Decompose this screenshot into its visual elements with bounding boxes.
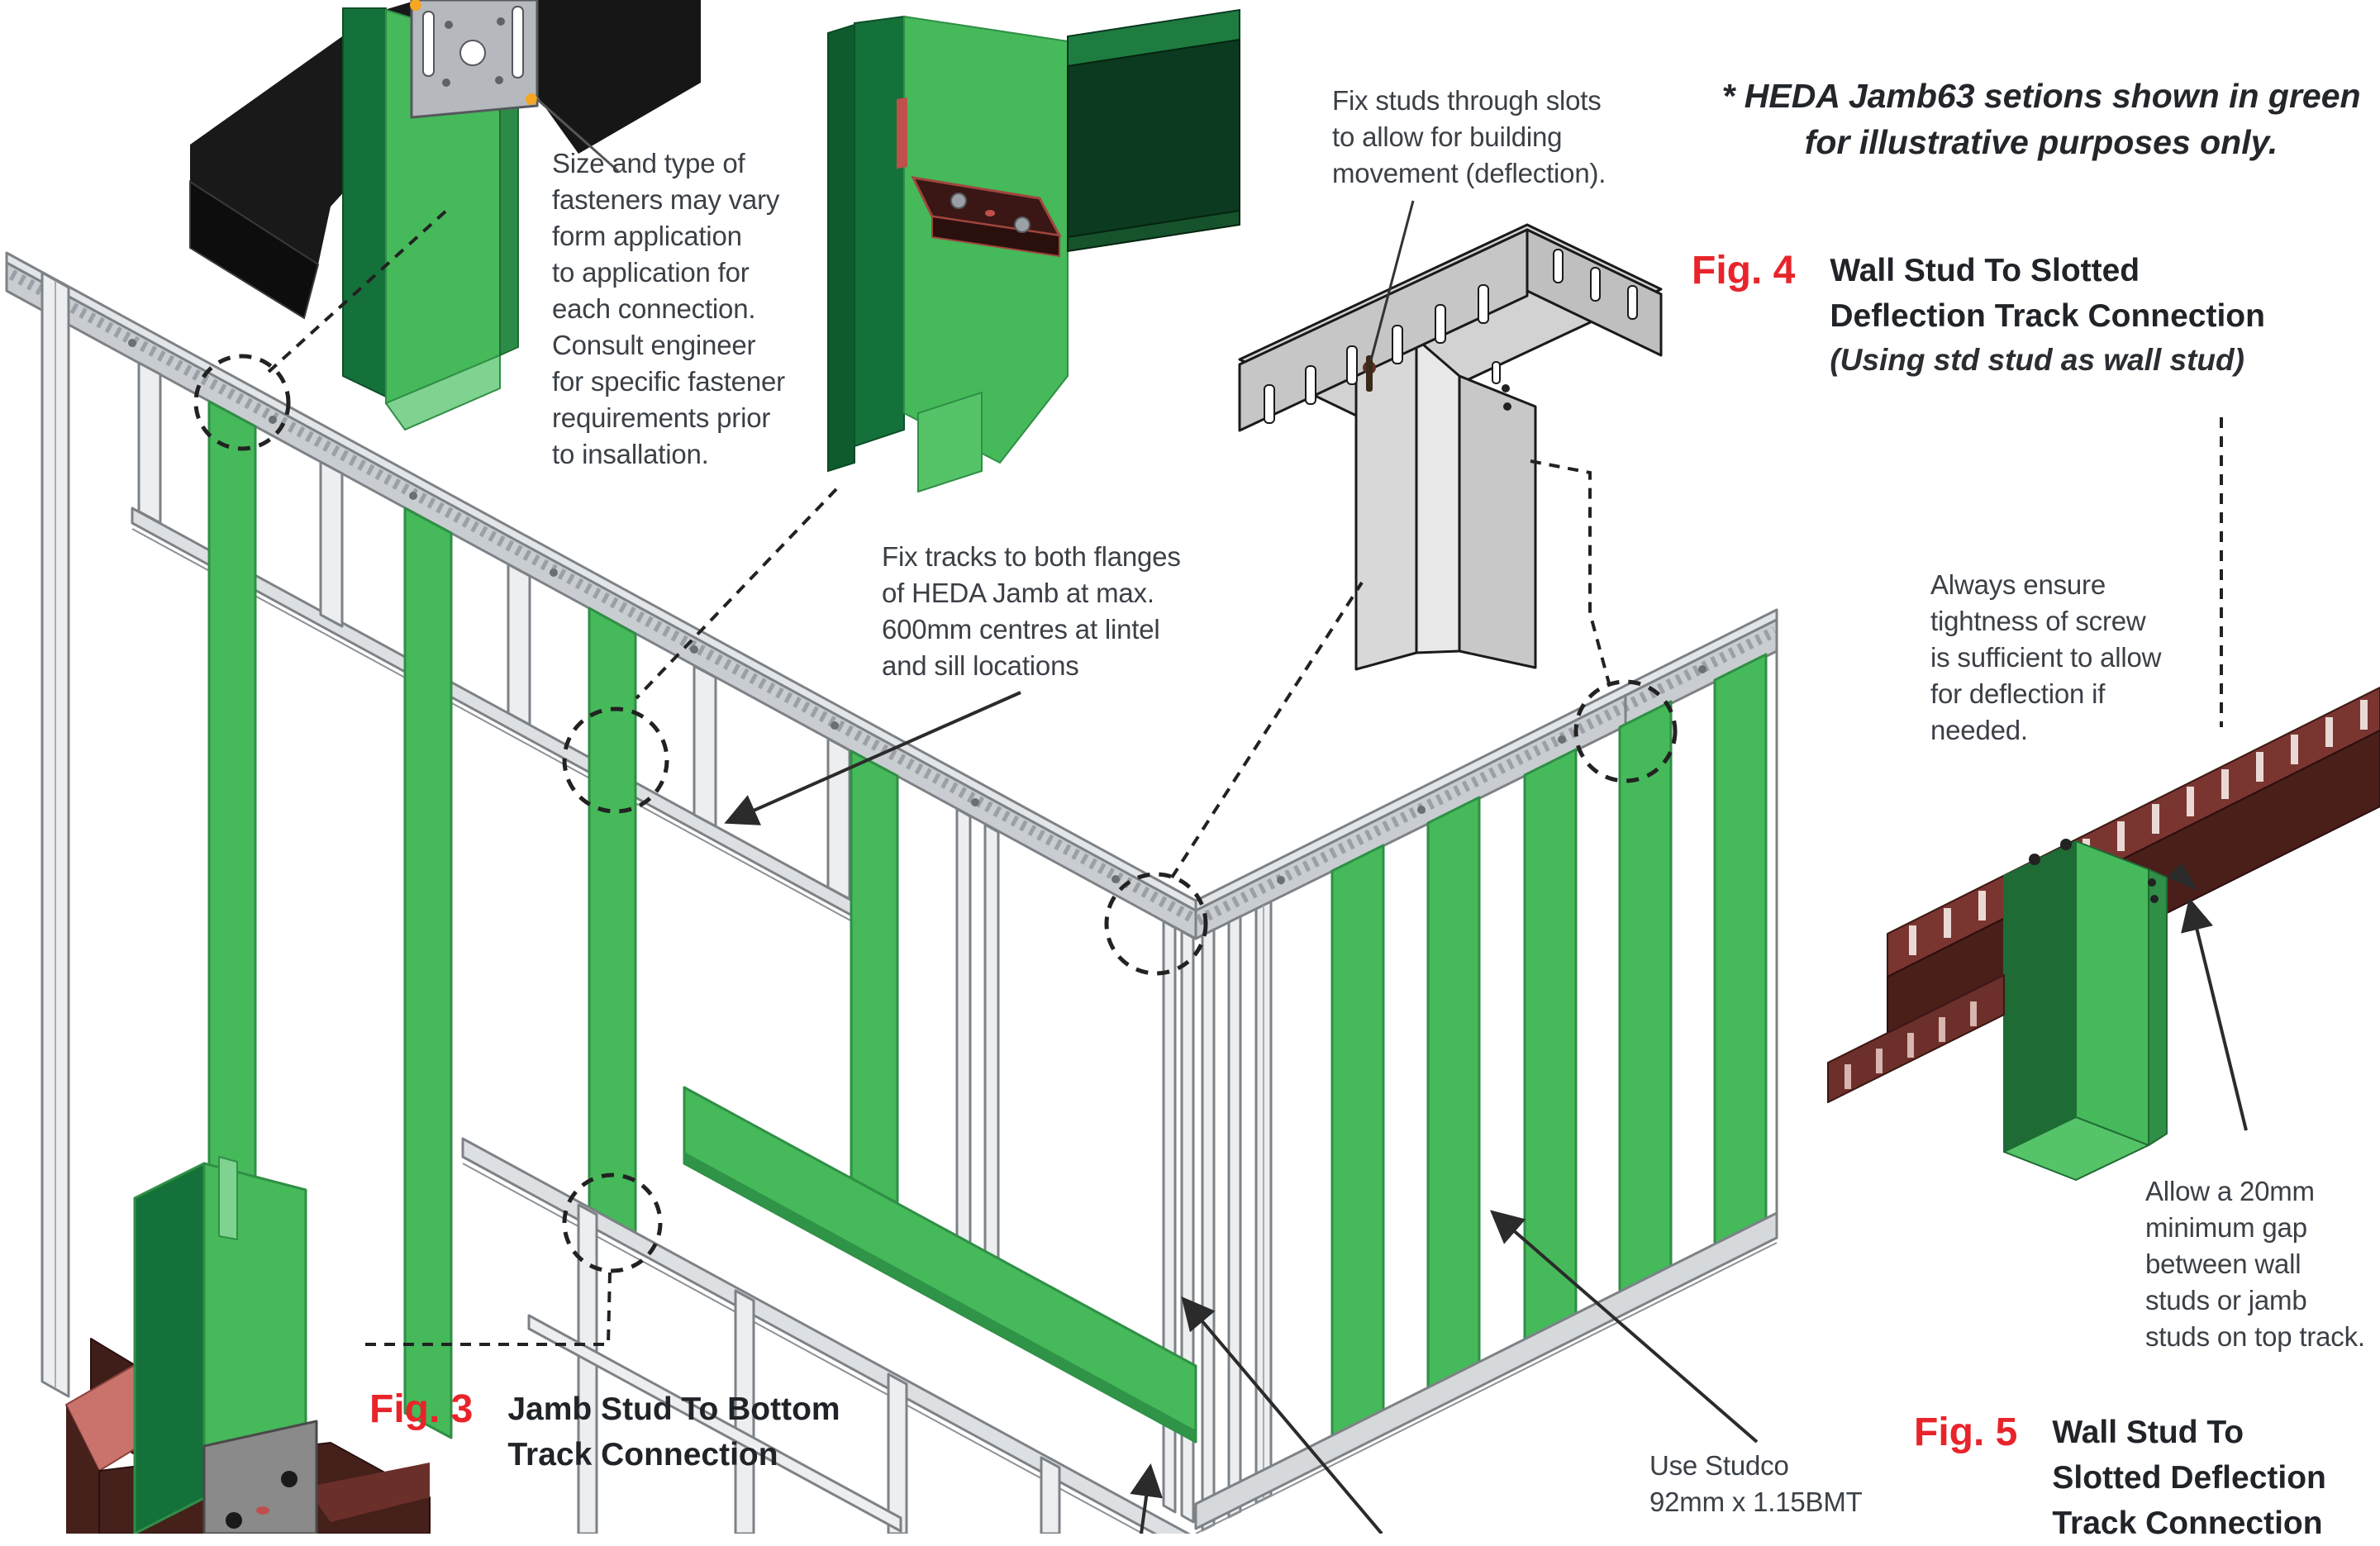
leader-screw xyxy=(1369,200,1415,361)
detail-circle-corner xyxy=(1104,872,1208,976)
annotation-fasteners: Size and type of fasteners may vary form… xyxy=(552,148,785,469)
jamb-stud xyxy=(133,1156,307,1534)
right-wall xyxy=(1194,608,1778,1534)
note-heda-jamb: * HEDA Jamb63 setions shown in green for… xyxy=(1721,77,2361,161)
fig4-illustration xyxy=(1238,200,1663,671)
fig5-label: Fig. 5 xyxy=(1914,1410,2018,1454)
annotation-fix-studs: Fix studs through slots to allow for bui… xyxy=(1332,85,1606,188)
inset-jamb-lintel-connection xyxy=(827,8,1240,493)
detail-circle-top-track-left xyxy=(193,354,291,451)
fig4-label: Fig. 4 xyxy=(1692,249,1796,293)
screw xyxy=(410,0,421,11)
arrow-bottom-left xyxy=(1181,1296,1383,1534)
angle-bracket xyxy=(202,1420,318,1534)
wall-stud xyxy=(1354,337,1537,671)
leader-to-inset-lintel xyxy=(635,488,838,700)
inset-beam-connection xyxy=(189,0,701,431)
fig3-illustration xyxy=(65,1156,431,1534)
lintel-track xyxy=(1067,8,1240,253)
wall-stud-green xyxy=(2003,840,2168,1181)
right-wall-gray-studs xyxy=(1201,900,1273,1532)
left-wall-green-lintel xyxy=(683,1086,1197,1444)
fig5-title: Wall Stud To Slotted Deflection Track Co… xyxy=(2052,1415,2326,1541)
leader-plate xyxy=(536,98,619,173)
leader-to-inset-beam xyxy=(267,209,448,373)
arrow-gap xyxy=(2181,897,2248,1131)
right-wall-green-studs xyxy=(1330,653,1768,1443)
right-wall-top-track xyxy=(1194,608,1778,940)
fig5-caption: Fig. 5 Wall Stud To Slotted Deflection T… xyxy=(1914,1410,2326,1546)
jamb-stud-web xyxy=(342,7,387,398)
fastening-plate xyxy=(410,0,539,119)
annotation-gap: Allow a 20mm minimum gap between wall st… xyxy=(2145,1176,2365,1352)
detail-circle-jamb-bottom xyxy=(562,1173,663,1273)
arrow-fix-tracks xyxy=(724,691,1021,825)
annotation-fix-tracks: Fix tracks to both flanges of HEDA Jamb … xyxy=(882,541,1181,681)
annotation-tightness: Always ensure tightness of screw is suff… xyxy=(1930,569,2162,745)
deflection-gap xyxy=(2167,863,2198,891)
leader-fig4-to-track xyxy=(1530,459,1613,693)
leader-to-fig3 xyxy=(362,1272,612,1346)
fig4-subtitle: (Using std stud as wall stud) xyxy=(1830,343,2244,377)
left-wall-cripple-studs xyxy=(527,1203,1061,1534)
fig3-label: Fig. 3 xyxy=(369,1387,474,1431)
fig3-caption: Fig. 3 Jamb Stud To Bottom Track Connect… xyxy=(369,1387,840,1477)
fig3-title: Jamb Stud To Bottom Track Connection xyxy=(507,1391,840,1472)
leader-corner-to-fig4 xyxy=(1170,581,1364,879)
detail-circle-right-track xyxy=(1573,679,1678,783)
screw-through-slot xyxy=(1363,355,1376,392)
detail-circle-jamb-lintel xyxy=(562,706,669,814)
screw xyxy=(1014,216,1031,233)
slotted-flange xyxy=(1238,228,1529,432)
connection-bracket xyxy=(911,176,1062,258)
arrow-use-studco xyxy=(1489,1210,1759,1444)
fig4-title: Wall Stud To Slotted Deflection Track Co… xyxy=(1830,253,2265,334)
track-screws xyxy=(128,339,1120,883)
screw xyxy=(950,193,967,209)
fig5-illustration xyxy=(1827,687,2380,1181)
screw xyxy=(526,93,537,105)
arrow-bottom-corner xyxy=(1130,1463,1163,1534)
annotation-use-studco: Use Studco 92mm x 1.15BMT xyxy=(1649,1450,1863,1517)
fig4-caption: Fig. 4 Wall Stud To Slotted Deflection T… xyxy=(1692,248,2265,382)
